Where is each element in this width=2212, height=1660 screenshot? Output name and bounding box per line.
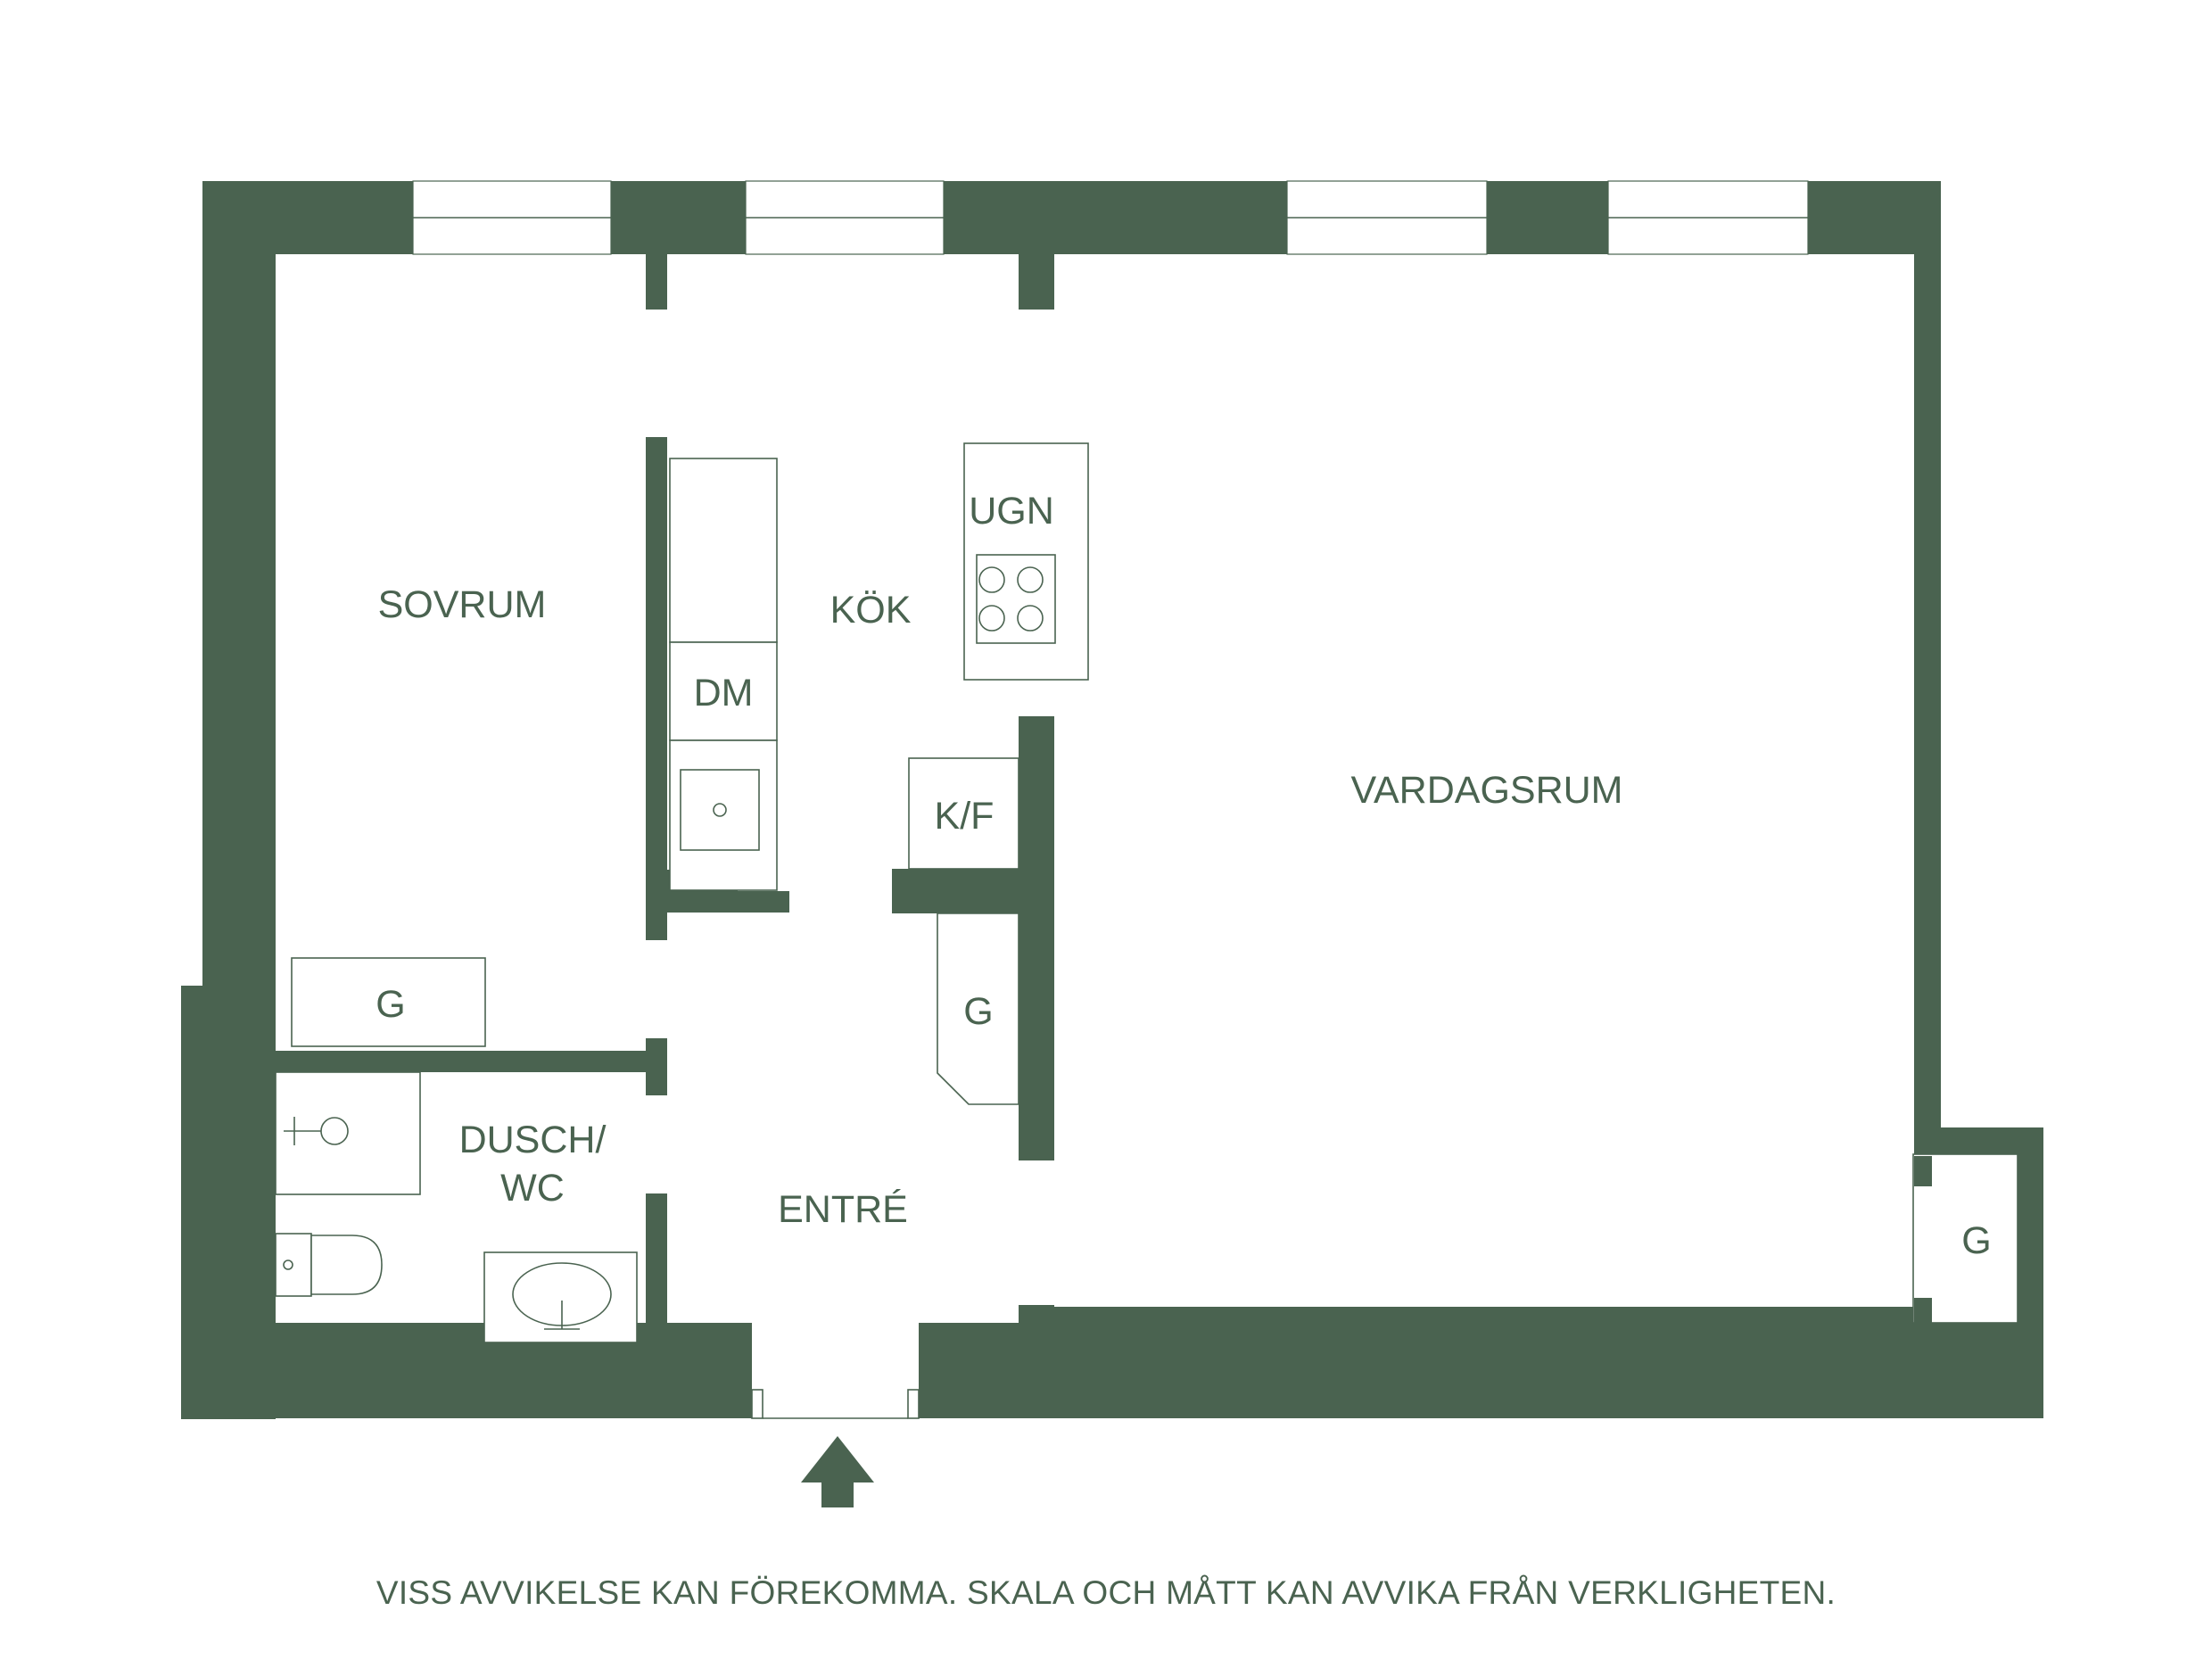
room-label-dusch: DUSCH/ [459, 1119, 607, 1161]
kitchen-counter [669, 458, 778, 891]
kitchen-counter-top [669, 458, 778, 643]
burner-icon [1017, 605, 1044, 632]
wall-stub-top-right [1019, 254, 1054, 310]
room-label-dm: DM [694, 672, 754, 714]
room-label-g-vardagsrum: G [1961, 1219, 1991, 1262]
burner-icon [978, 605, 1005, 632]
wall-bath-right [646, 1193, 667, 1325]
disclaimer-text: VISS AVVIKELSE KAN FÖREKOMMA. SKALA OCH … [376, 1574, 1836, 1611]
entrance-opening [751, 1389, 920, 1419]
wall-bottom-lip [1019, 1307, 1914, 1325]
shower-head-icon [320, 1117, 349, 1145]
wall-bottom-right [919, 1323, 2043, 1418]
wall-left-upper [202, 181, 276, 1073]
wall-door-jamb-right [1019, 1305, 1054, 1418]
outer-walls [181, 181, 2043, 1419]
wardrobe-bedroom [291, 957, 486, 1047]
wall-stub-top-left [646, 254, 667, 310]
arrow-up-icon [801, 1436, 874, 1507]
wall-kf-bottom [892, 869, 1054, 913]
room-label-kok: KÖK [830, 589, 912, 632]
burner-icon [978, 566, 1005, 593]
room-label-vardagsrum: VARDAGSRUM [1350, 769, 1622, 812]
room-label-g-sovrum: G [376, 983, 405, 1026]
stove [963, 442, 1089, 681]
fridge-freezer [908, 757, 1019, 870]
windows [412, 180, 1809, 255]
wall-kitchen-left-foot2 [646, 891, 789, 913]
room-label-ugn: UGN [969, 490, 1054, 533]
burner-icon [1017, 566, 1044, 593]
toilet-icon [310, 1235, 383, 1295]
sink-drain-icon [713, 803, 727, 817]
room-label-wc: WC [500, 1167, 565, 1210]
room-label-g-entre: G [963, 990, 993, 1033]
sink [680, 769, 760, 851]
wall-living-divider [1019, 716, 1054, 1160]
dishwasher [669, 641, 778, 741]
toilet-tank [275, 1233, 312, 1297]
bathroom-fixtures [275, 1071, 638, 1343]
wardrobe-entre [937, 913, 1019, 1105]
toilet-button-icon [283, 1259, 293, 1270]
wall-bath-top [276, 1051, 667, 1072]
room-label-kf: K/F [935, 795, 995, 838]
wall-kitchen-left [646, 437, 667, 940]
room-label-entre: ENTRÉ [778, 1188, 908, 1231]
room-label-sovrum: SOVRUM [378, 583, 547, 626]
wall-bath-top-stub [646, 1038, 667, 1095]
